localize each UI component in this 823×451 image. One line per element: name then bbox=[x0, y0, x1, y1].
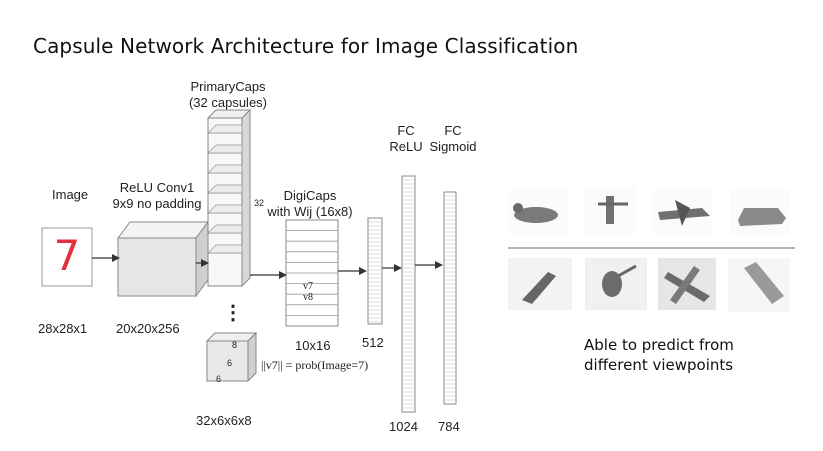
digicaps-label-line1: DigiCaps bbox=[283, 188, 337, 203]
dim-fc2: 1024 bbox=[389, 419, 418, 434]
flow-arrows bbox=[92, 254, 443, 279]
conv1-label-line1: ReLU Conv1 bbox=[119, 180, 195, 195]
primarycaps-label-line2: (32 capsules) bbox=[188, 95, 268, 110]
v8-label: v8 bbox=[303, 292, 313, 303]
input-image-box bbox=[41, 227, 93, 287]
dim-fc1: 512 bbox=[362, 335, 384, 350]
dim-image: 28x28x1 bbox=[38, 321, 88, 336]
conv1-block bbox=[117, 220, 209, 298]
fc-layer-512 bbox=[367, 217, 383, 325]
fc-layer-1024 bbox=[401, 175, 416, 413]
v7-label: v7 bbox=[303, 281, 313, 292]
dim-digicaps: 10x16 bbox=[295, 338, 331, 353]
conv1-label-line2: 9x9 no padding bbox=[112, 196, 202, 211]
viewpoint-photos-bottom bbox=[508, 258, 790, 312]
capsule-ellipsis: ⋮ bbox=[223, 302, 243, 324]
digicaps-table bbox=[285, 219, 339, 327]
dim-fc3: 784 bbox=[438, 419, 460, 434]
viewpoint-photos-top bbox=[507, 186, 790, 234]
digicaps-label-line2: with Wij (16x8) bbox=[267, 204, 353, 219]
fc-relu-label-line1: FC bbox=[397, 123, 415, 138]
dim-conv1: 20x20x256 bbox=[116, 321, 180, 336]
capsule-dim-side: 6 bbox=[216, 374, 222, 384]
primarycaps-slice bbox=[207, 124, 243, 134]
primarycaps-depth-label: 32 bbox=[254, 198, 265, 208]
viewpoints-caption-line1: Able to predict from bbox=[584, 336, 734, 354]
dim-primarycaps: 32x6x6x8 bbox=[196, 413, 252, 428]
capsule-dim-mid: 6 bbox=[227, 358, 233, 368]
fc-sigmoid-label-line1: FC bbox=[444, 123, 462, 138]
primarycaps-slice bbox=[207, 164, 243, 174]
fc-layer-784 bbox=[443, 191, 457, 405]
primarycaps-slice bbox=[207, 184, 243, 194]
primarycaps-stack bbox=[206, 108, 252, 288]
fc-sigmoid-label-line2: Sigmoid bbox=[429, 139, 477, 154]
primarycaps-slices bbox=[207, 124, 243, 254]
probability-formula: ||v7|| = prob(Image=7) bbox=[261, 358, 369, 372]
viewpoints-caption-line2: different viewpoints bbox=[584, 356, 734, 374]
image-label: Image bbox=[52, 187, 89, 202]
primarycaps-label-line1: PrimaryCaps bbox=[190, 79, 266, 94]
fc-layers bbox=[367, 175, 457, 413]
primarycaps-slice bbox=[207, 224, 243, 234]
primarycaps-slice bbox=[207, 204, 243, 214]
capsule-dim-top: 8 bbox=[232, 340, 238, 350]
input-digit-7: 7 bbox=[53, 231, 81, 280]
primarycaps-slice bbox=[207, 244, 243, 254]
primarycaps-slice bbox=[207, 144, 243, 154]
slide-title: Capsule Network Architecture for Image C… bbox=[33, 34, 579, 58]
fc-relu-label-line2: ReLU bbox=[389, 139, 423, 154]
capsule-block bbox=[205, 331, 258, 383]
